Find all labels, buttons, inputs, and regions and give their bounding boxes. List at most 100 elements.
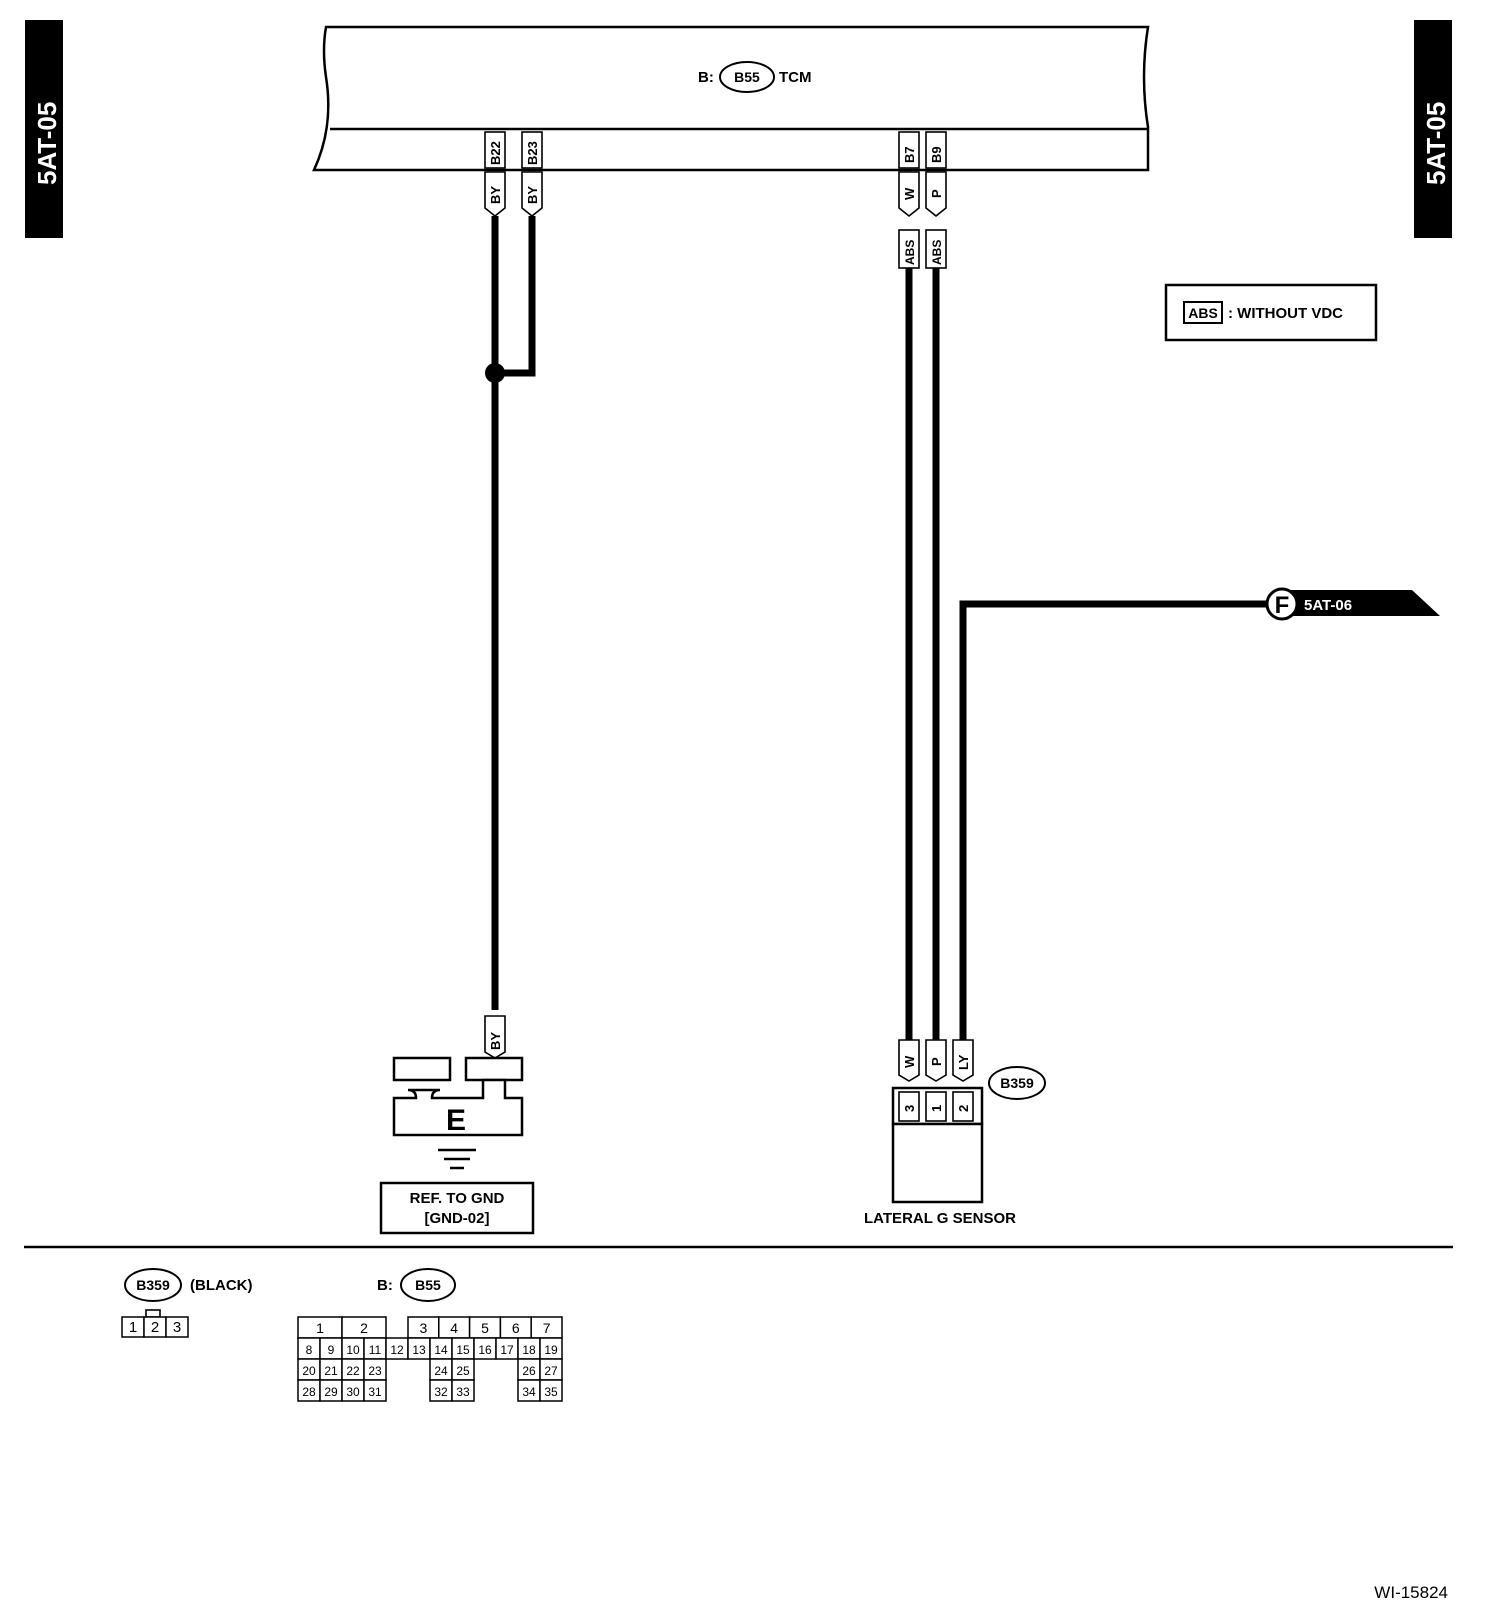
pin-b7-wire-color: W bbox=[902, 187, 917, 200]
pin-cell bbox=[539, 1379, 563, 1402]
pin-number: 3 bbox=[420, 1320, 428, 1336]
pin-number: 8 bbox=[306, 1343, 313, 1357]
ground-wire-color: BY bbox=[488, 1032, 503, 1050]
pin-number: 13 bbox=[412, 1343, 426, 1357]
pin-number: 32 bbox=[434, 1385, 448, 1399]
figure-id: WI-15824 bbox=[1374, 1583, 1448, 1602]
pin-number: 33 bbox=[456, 1385, 470, 1399]
pin-number: 15 bbox=[456, 1343, 470, 1357]
wires bbox=[485, 216, 1266, 1040]
pin-number: 18 bbox=[522, 1343, 536, 1357]
pin-cell bbox=[451, 1379, 475, 1402]
pin-number: 21 bbox=[324, 1364, 338, 1378]
b55-id: B55 bbox=[415, 1277, 441, 1293]
pin-cell bbox=[363, 1379, 387, 1402]
pin-number: 34 bbox=[522, 1385, 536, 1399]
ground-letter: E bbox=[446, 1104, 466, 1137]
b55-prefix: B: bbox=[377, 1277, 393, 1294]
pin-b9-label: B9 bbox=[929, 146, 944, 163]
sensor-wire-ly: LY bbox=[956, 1054, 971, 1070]
wire-ly bbox=[959, 600, 1266, 1040]
pin-b23: B23 BY bbox=[521, 131, 543, 218]
sensor-terminal-3: 3 bbox=[902, 1105, 917, 1112]
sensor-terminal-2: 2 bbox=[956, 1105, 971, 1112]
pin-number: 4 bbox=[450, 1320, 458, 1336]
pin-number: 5 bbox=[481, 1320, 489, 1336]
pin-b23-wire-color: BY bbox=[525, 186, 540, 204]
sensor-name: LATERAL G SENSOR bbox=[864, 1210, 1016, 1227]
abs-legend-text: : WITHOUT VDC bbox=[1228, 305, 1343, 322]
pin-number: 16 bbox=[478, 1343, 492, 1357]
pin-b9: B9 P ABS bbox=[925, 131, 947, 269]
pin-number: 26 bbox=[522, 1364, 536, 1378]
sensor-connector-id: B359 bbox=[1000, 1075, 1034, 1091]
b55-badge bbox=[400, 1268, 456, 1302]
pin-b9-abs-tag: ABS bbox=[930, 240, 944, 265]
pin-number: 2 bbox=[360, 1320, 368, 1336]
ground-label-line1: REF. TO GND bbox=[410, 1190, 505, 1207]
pin-number: 2 bbox=[151, 1319, 159, 1336]
pin-number: 7 bbox=[543, 1320, 551, 1336]
b359-id: B359 bbox=[136, 1277, 170, 1293]
tcm-module: B: B55 TCM bbox=[312, 25, 1150, 172]
sensor-wire-w: W bbox=[902, 1055, 917, 1068]
right-page-tab-label: 5AT-05 bbox=[1421, 102, 1451, 185]
pin-number: 3 bbox=[173, 1319, 181, 1336]
pin-number: 19 bbox=[544, 1343, 558, 1357]
wire-b23 bbox=[495, 216, 536, 377]
pin-number: 30 bbox=[346, 1385, 360, 1399]
tcm-prefix: B: bbox=[698, 69, 714, 86]
pin-cell bbox=[165, 1316, 189, 1338]
pin-number: 25 bbox=[456, 1364, 470, 1378]
b359-color: (BLACK) bbox=[190, 1277, 252, 1294]
tcm-name: TCM bbox=[779, 69, 812, 86]
pin-number: 31 bbox=[368, 1385, 382, 1399]
pin-b23-label: B23 bbox=[525, 141, 540, 165]
pin-number: 9 bbox=[328, 1343, 335, 1357]
pin-b7-abs-tag: ABS bbox=[903, 240, 917, 265]
pin-b22-label: B22 bbox=[488, 141, 503, 165]
left-page-tab: 5AT-05 bbox=[25, 20, 63, 238]
pin-number: 12 bbox=[390, 1343, 404, 1357]
pin-number: 24 bbox=[434, 1364, 448, 1378]
ground-label-line2: [GND-02] bbox=[424, 1210, 489, 1227]
pin-b7-label: B7 bbox=[902, 146, 917, 163]
pin-b22: B22 BY bbox=[484, 131, 506, 218]
pin-number: 22 bbox=[346, 1364, 360, 1378]
abs-legend: ABS : WITHOUT VDC bbox=[1164, 283, 1378, 342]
pin-number: 11 bbox=[369, 1343, 382, 1357]
pin-number: 20 bbox=[302, 1364, 316, 1378]
sensor-connector-badge bbox=[988, 1066, 1046, 1100]
tcm-connector-id: B55 bbox=[734, 69, 760, 85]
pin-b7: B7 W ABS bbox=[898, 131, 920, 269]
pin-b22-wire-color: BY bbox=[488, 186, 503, 204]
pin-b9-wire-color: P bbox=[929, 189, 944, 198]
pin-number: 1 bbox=[316, 1320, 324, 1336]
b359-badge bbox=[124, 1268, 182, 1302]
sensor-wire-p: P bbox=[929, 1057, 944, 1066]
pin-number: 14 bbox=[434, 1343, 448, 1357]
connector-f-reference: F 5AT-06 bbox=[1265, 587, 1440, 621]
right-page-tab: 5AT-05 bbox=[1414, 20, 1452, 238]
ground-terminal-e: BY E REF. TO GND [GND-02] bbox=[379, 1015, 535, 1235]
pin-number: 17 bbox=[500, 1343, 514, 1357]
lateral-g-sensor: W P LY B359 3 1 2 LATERAL G SENSOR bbox=[864, 1039, 1046, 1227]
pin-number: 1 bbox=[129, 1319, 137, 1336]
pin-number: 23 bbox=[368, 1364, 382, 1378]
abs-legend-tag: ABS bbox=[1188, 305, 1218, 321]
pin-number: 6 bbox=[512, 1320, 520, 1336]
connector-f-letter: F bbox=[1275, 592, 1290, 619]
pin-number: 10 bbox=[346, 1343, 360, 1357]
pin-number: 29 bbox=[324, 1385, 338, 1399]
pin-number: 27 bbox=[544, 1364, 558, 1378]
pin-number: 35 bbox=[544, 1385, 558, 1399]
left-page-tab-label: 5AT-05 bbox=[32, 102, 62, 185]
pin-number: 28 bbox=[302, 1385, 316, 1399]
splice-point bbox=[485, 363, 505, 383]
connector-f-label: 5AT-06 bbox=[1304, 597, 1352, 614]
sensor-terminal-1: 1 bbox=[929, 1105, 944, 1112]
tcm-connector-badge bbox=[719, 61, 775, 93]
